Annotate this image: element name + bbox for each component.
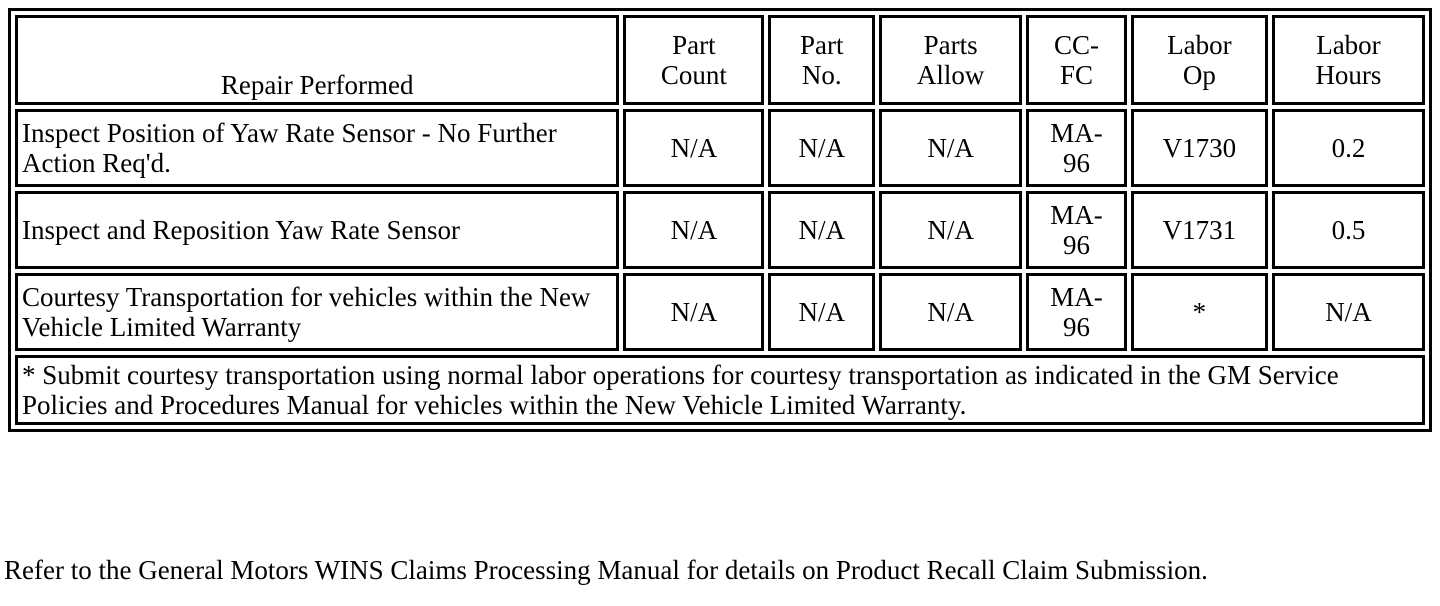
table-row: Inspect and Reposition Yaw Rate Sensor N… xyxy=(15,191,1425,269)
table-row: Inspect Position of Yaw Rate Sensor - No… xyxy=(15,109,1425,187)
cell-labor-op-footnote-marker: * xyxy=(1130,273,1268,351)
cell-cc-fc-line2: 96 xyxy=(1063,148,1091,178)
table-row: Courtesy Transportation for vehicles wit… xyxy=(15,273,1425,351)
column-header-labor-hours: Labor Hours xyxy=(1271,15,1425,105)
cell-labor-hours: 0.5 xyxy=(1271,191,1425,269)
cell-labor-op: V1730 xyxy=(1130,109,1268,187)
column-header-part-no-line2: No. xyxy=(801,60,842,90)
column-header-labor-op-line2: Op xyxy=(1182,60,1216,90)
cell-parts-allow: N/A xyxy=(879,191,1023,269)
cell-labor-op: V1731 xyxy=(1130,191,1268,269)
table-footnote: * Submit courtesy transportation using n… xyxy=(15,355,1425,426)
table-body: Inspect Position of Yaw Rate Sensor - No… xyxy=(15,109,1425,426)
cell-cc-fc-line1: MA- xyxy=(1050,117,1103,148)
column-header-parts-allow-line2: Allow xyxy=(916,60,985,90)
cell-cc-fc: MA- 96 xyxy=(1026,191,1127,269)
cell-part-count: N/A xyxy=(623,273,765,351)
cell-repair-performed: Inspect and Reposition Yaw Rate Sensor xyxy=(15,191,620,269)
cell-cc-fc-line2: 96 xyxy=(1063,230,1091,260)
column-header-labor-op: Labor Op xyxy=(1130,15,1268,105)
column-header-cc-fc-line2: FC xyxy=(1060,60,1094,90)
column-header-part-count-line1: Part xyxy=(672,29,716,60)
cell-part-no: N/A xyxy=(768,273,876,351)
table-footnote-row: * Submit courtesy transportation using n… xyxy=(15,355,1425,426)
column-header-part-no: Part No. xyxy=(768,15,876,105)
column-header-labor-op-line1: Labor xyxy=(1167,29,1232,60)
cell-repair-performed: Inspect Position of Yaw Rate Sensor - No… xyxy=(15,109,620,187)
column-header-labor-hours-line1: Labor xyxy=(1316,29,1381,60)
column-header-parts-allow-line1: Parts xyxy=(923,29,978,60)
cell-part-no: N/A xyxy=(768,191,876,269)
cell-cc-fc-line2: 96 xyxy=(1063,312,1091,342)
cell-labor-hours: N/A xyxy=(1271,273,1425,351)
column-header-parts-allow: Parts Allow xyxy=(879,15,1023,105)
cell-parts-allow: N/A xyxy=(879,273,1023,351)
column-header-repair-performed: Repair Performed xyxy=(15,15,620,105)
cell-part-no: N/A xyxy=(768,109,876,187)
cell-cc-fc: MA- 96 xyxy=(1026,273,1127,351)
closing-note: Refer to the General Motors WINS Claims … xyxy=(4,555,1208,585)
cell-repair-performed: Courtesy Transportation for vehicles wit… xyxy=(15,273,620,351)
cell-cc-fc: MA- 96 xyxy=(1026,109,1127,187)
cell-cc-fc-line1: MA- xyxy=(1050,199,1103,230)
column-header-cc-fc: CC- FC xyxy=(1026,15,1127,105)
cell-cc-fc-line1: MA- xyxy=(1050,281,1103,312)
cell-labor-hours: 0.2 xyxy=(1271,109,1425,187)
column-header-cc-fc-line1: CC- xyxy=(1054,29,1100,60)
column-header-part-count: Part Count xyxy=(623,15,765,105)
column-header-part-no-line1: Part xyxy=(800,29,844,60)
table-header: Repair Performed Part Count Part No. Par… xyxy=(15,15,1425,105)
labor-operations-table: Repair Performed Part Count Part No. Par… xyxy=(8,8,1432,433)
column-header-part-count-line2: Count xyxy=(660,60,727,90)
table-header-row: Repair Performed Part Count Part No. Par… xyxy=(15,15,1425,105)
column-header-labor-hours-line2: Hours xyxy=(1315,60,1382,90)
cell-part-count: N/A xyxy=(623,109,765,187)
cell-parts-allow: N/A xyxy=(879,109,1023,187)
cell-part-count: N/A xyxy=(623,191,765,269)
